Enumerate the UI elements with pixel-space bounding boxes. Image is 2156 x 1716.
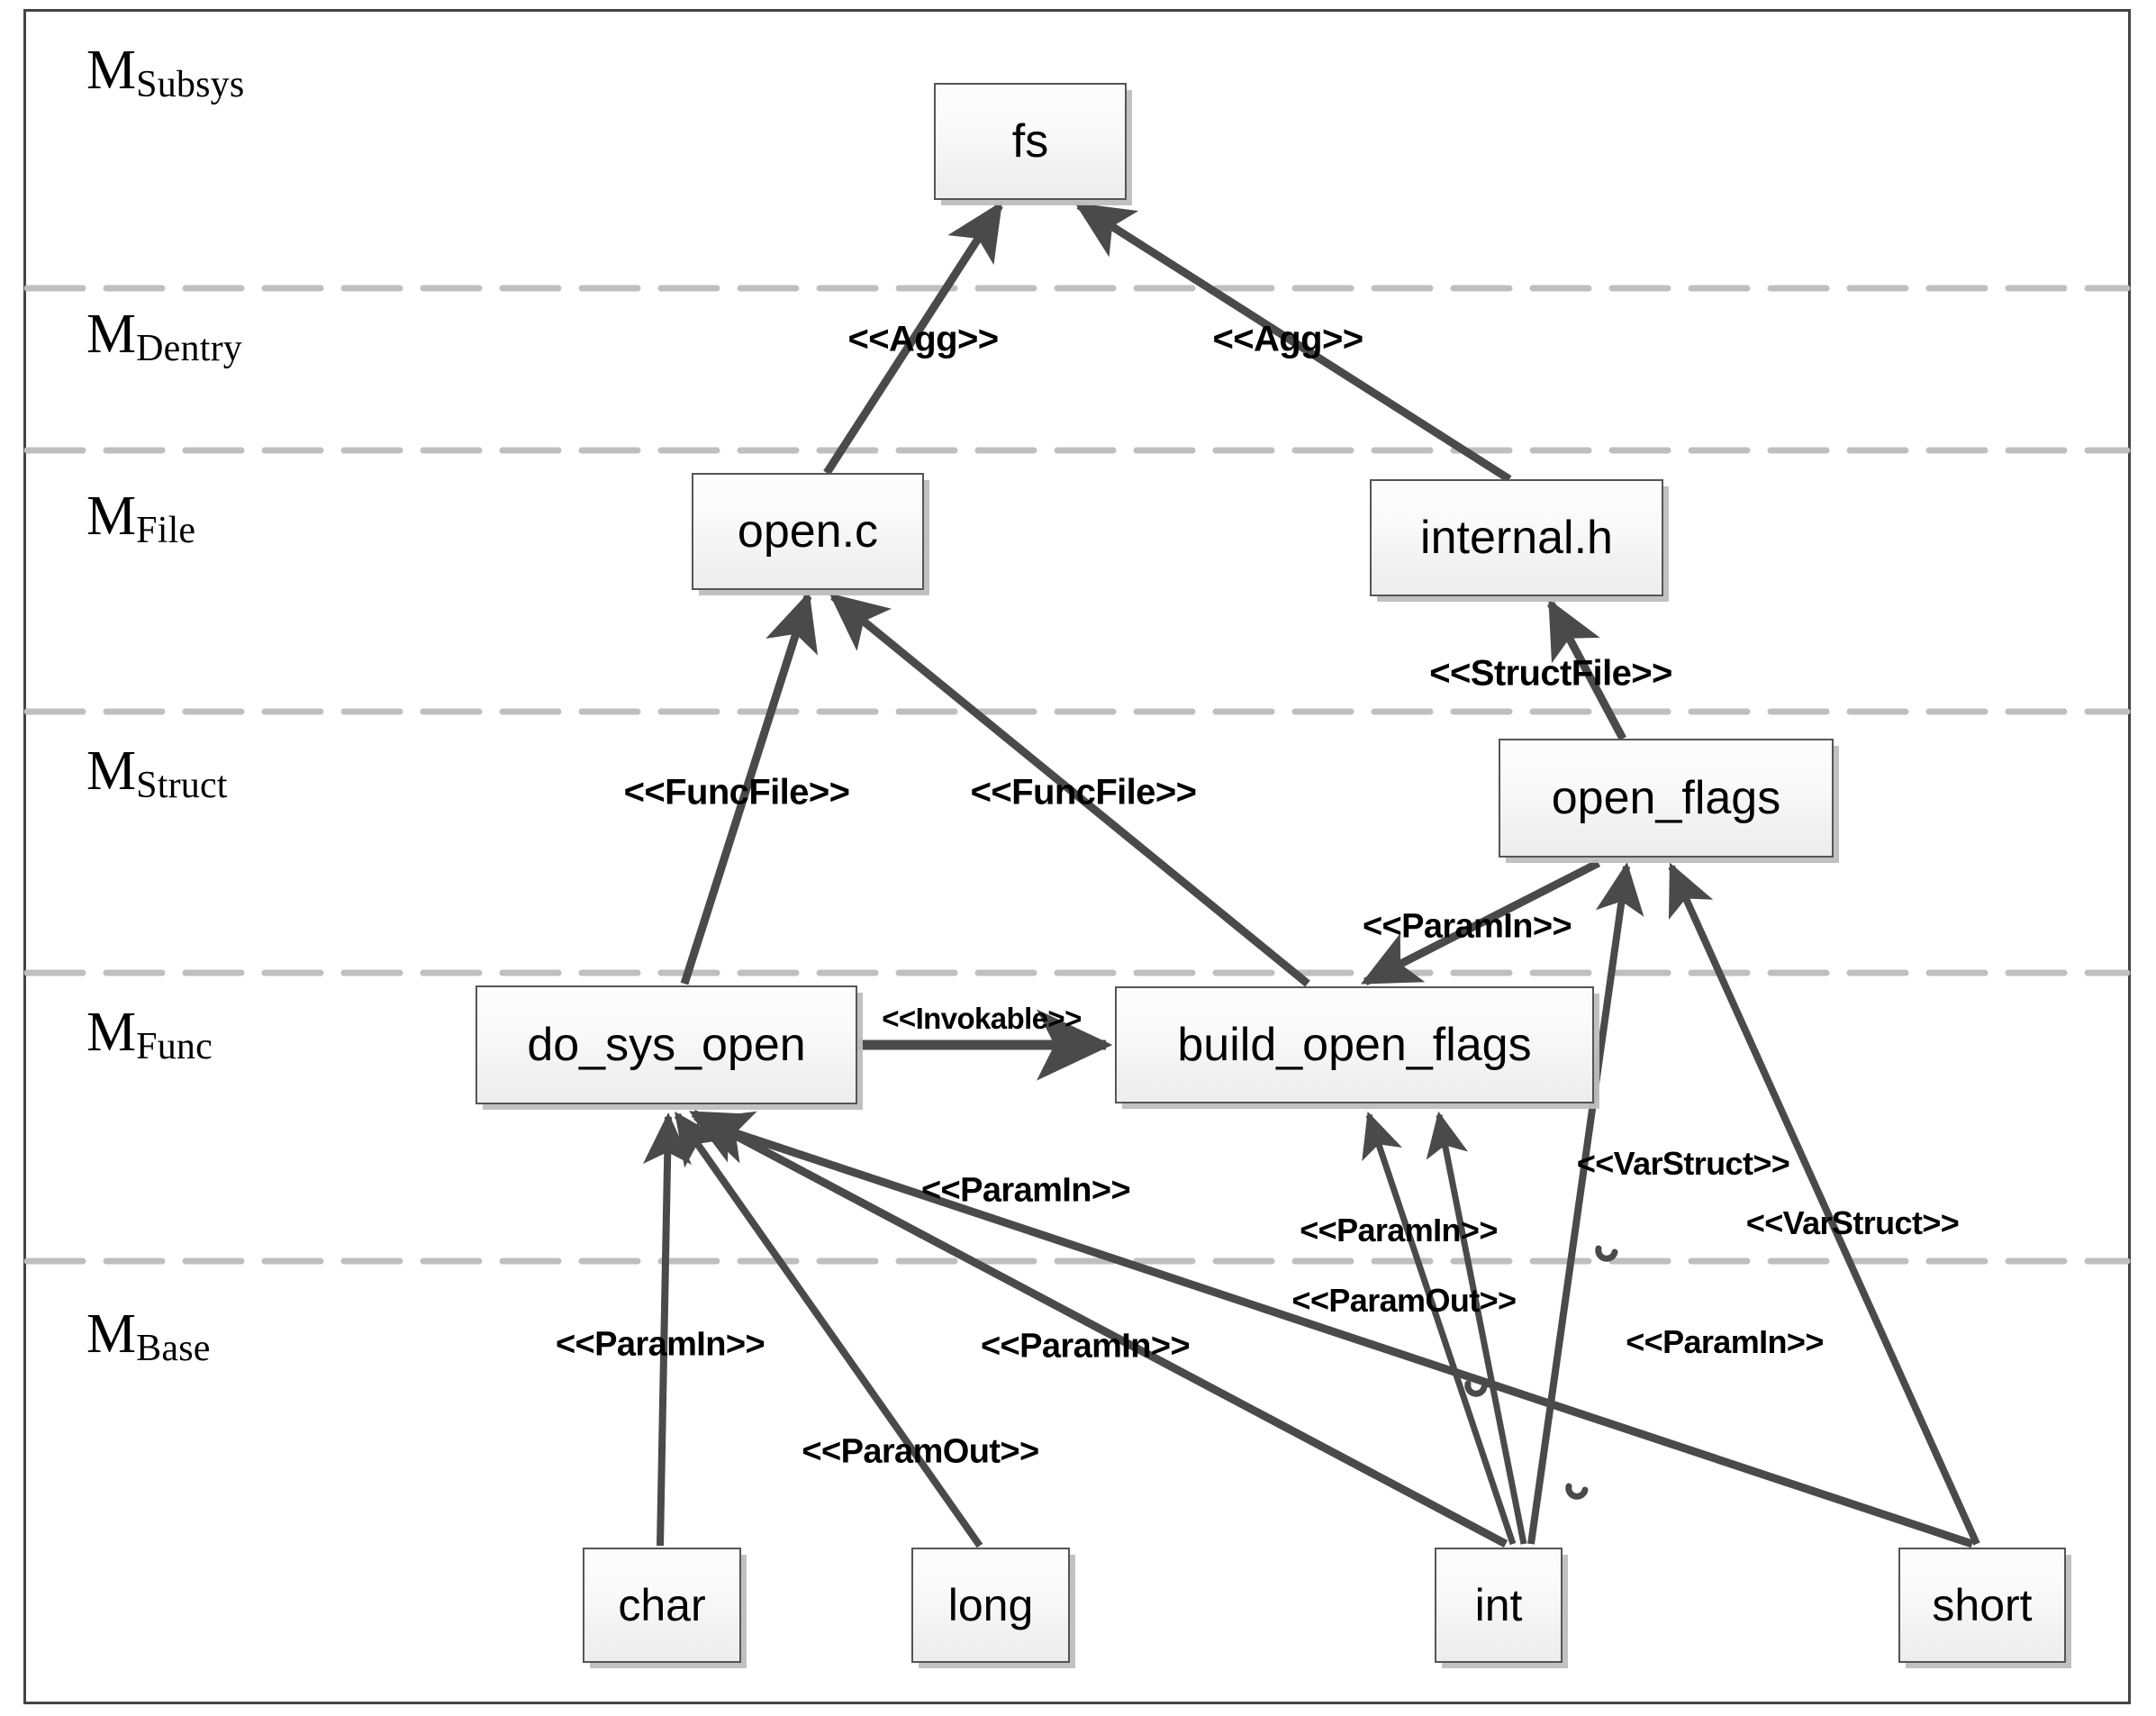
node-int[interactable]: int: [1435, 1548, 1563, 1663]
node-internal-h[interactable]: internal.h: [1370, 479, 1663, 596]
edge-label-invokable: <<Invokable>>: [882, 1002, 1082, 1035]
node-fs[interactable]: fs: [934, 83, 1127, 200]
tier-label-base: MBase: [86, 1306, 211, 1367]
node-do-sys-open[interactable]: do_sys_open: [476, 985, 857, 1104]
edge-label-funcfile-build-open-flags: <<FuncFile>>: [970, 772, 1197, 813]
edge-label-paramin-open-flags: <<ParamIn>>: [1362, 907, 1572, 946]
tier-subscript: Dentry: [136, 328, 242, 370]
node-open-c[interactable]: open.c: [692, 473, 924, 590]
node-label: internal.h: [1420, 512, 1613, 564]
edge-label-paramout-int-bof: <<ParamOut>>: [1291, 1282, 1517, 1319]
tier-label-file: MFile: [86, 488, 195, 549]
edge-label-agg-open-c: <<Agg>>: [847, 319, 1000, 359]
node-build-open-flags[interactable]: build_open_flags: [1115, 986, 1594, 1103]
edge-label-paramin-char: <<ParamIn>>: [555, 1325, 765, 1364]
edge-label-paramin-int-dso: <<ParamIn>>: [920, 1171, 1131, 1210]
node-char[interactable]: char: [583, 1548, 741, 1663]
tier-label-struct: MStruct: [86, 743, 228, 804]
edge-label-agg-internal-h: <<Agg>>: [1212, 319, 1364, 359]
node-label: short: [1932, 1580, 2033, 1630]
diagram-frame: [23, 9, 2131, 1704]
tier-subscript: Struct: [136, 765, 228, 807]
node-label: build_open_flags: [1177, 1019, 1532, 1071]
edge-label-funcfile-do-sys-open: <<FuncFile>>: [623, 772, 850, 813]
node-label: fs: [1011, 115, 1049, 168]
node-label: long: [947, 1580, 1034, 1630]
node-label: open_flags: [1551, 772, 1781, 824]
edge-label-paramin-int-bof: <<ParamIn>>: [1300, 1212, 1498, 1248]
tier-label-func: MFunc: [86, 1004, 213, 1066]
tier-label-dentry: MDentry: [86, 306, 242, 368]
edge-label-paramout-long: <<ParamOut>>: [802, 1432, 1039, 1471]
tier-prefix: M: [86, 1303, 137, 1365]
tier-subscript: Base: [136, 1328, 211, 1370]
node-label: char: [618, 1580, 706, 1630]
tier-prefix: M: [86, 304, 137, 365]
tier-label-subsys: MSubsys: [86, 42, 244, 104]
tier-prefix: M: [86, 40, 137, 101]
tier-prefix: M: [86, 1002, 137, 1063]
edge-label-paramin-short-dso: <<ParamIn>>: [980, 1327, 1191, 1366]
node-open-flags[interactable]: open_flags: [1499, 739, 1834, 858]
edge-label-varstruct-int: <<VarStruct>>: [1576, 1145, 1790, 1182]
tier-subscript: Subsys: [136, 64, 245, 106]
node-short[interactable]: short: [1898, 1548, 2066, 1663]
tier-prefix: M: [86, 740, 137, 802]
node-long[interactable]: long: [911, 1548, 1070, 1663]
node-label: int: [1474, 1580, 1523, 1630]
tier-prefix: M: [86, 486, 137, 547]
tier-subscript: Func: [136, 1026, 213, 1068]
edge-label-varstruct-short: <<VarStruct>>: [1745, 1204, 1960, 1241]
tier-subscript: File: [136, 510, 196, 552]
node-label: open.c: [737, 505, 879, 558]
node-label: do_sys_open: [527, 1019, 806, 1071]
edge-label-paramin-short-bof: <<ParamIn>>: [1626, 1323, 1824, 1360]
edge-label-structfile: <<StructFile>>: [1429, 653, 1672, 694]
